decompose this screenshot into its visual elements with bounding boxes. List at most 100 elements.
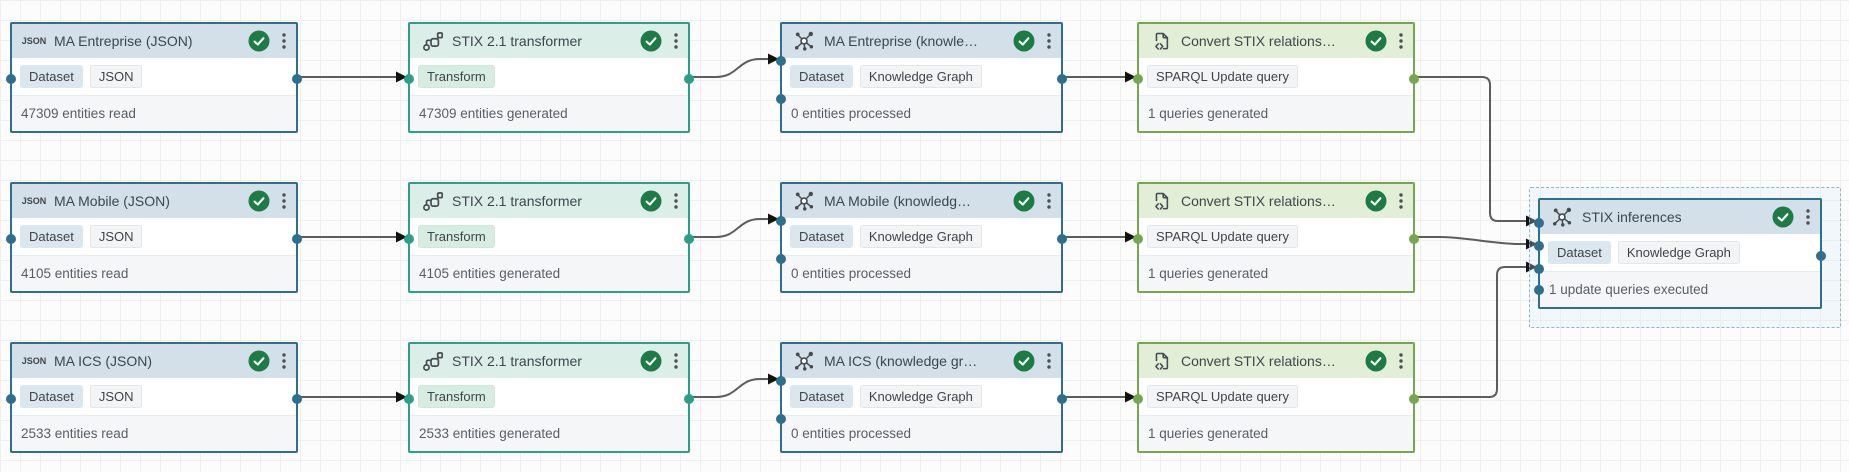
output-port[interactable]	[1409, 394, 1419, 404]
edge-connector[interactable]	[1063, 391, 1136, 403]
kebab-menu-icon[interactable]	[1399, 33, 1403, 49]
input-port[interactable]	[1534, 218, 1544, 228]
input-port[interactable]	[1534, 241, 1544, 251]
output-port[interactable]	[1816, 251, 1826, 261]
kebab-menu-icon[interactable]	[1047, 193, 1051, 209]
kebab-menu-icon[interactable]	[674, 33, 678, 49]
input-port[interactable]	[6, 234, 16, 244]
kebab-menu-icon[interactable]	[1806, 209, 1810, 225]
output-port[interactable]	[1057, 394, 1067, 404]
node-status-text: 1 queries generated	[1139, 95, 1413, 131]
edge-connector[interactable]	[1063, 71, 1136, 83]
edge-connector[interactable]	[1415, 236, 1537, 250]
tag-chip: JSON	[89, 225, 143, 248]
json-file-icon: JSON	[21, 36, 47, 46]
input-port[interactable]	[1133, 74, 1143, 84]
input-port[interactable]	[404, 74, 414, 84]
success-check-icon	[640, 30, 662, 52]
node-convert-stix-3[interactable]: Convert STIX relations… SPARQL Update qu…	[1133, 342, 1419, 453]
tag-chip: Dataset	[790, 65, 853, 88]
edge-connector[interactable]	[1415, 76, 1537, 227]
input-port[interactable]	[776, 56, 786, 66]
arrowhead-icon	[396, 71, 407, 83]
output-port[interactable]	[1409, 74, 1419, 84]
tag-chip: SPARQL Update query	[1147, 225, 1298, 248]
success-check-icon	[1013, 350, 1035, 372]
edge-connector[interactable]	[298, 71, 407, 83]
arrowhead-icon	[1125, 391, 1136, 403]
input-port[interactable]	[1534, 264, 1544, 274]
node-header: JSON MA Mobile (JSON)	[12, 184, 296, 218]
kebab-menu-icon[interactable]	[1047, 33, 1051, 49]
edge-connector[interactable]	[690, 53, 779, 78]
node-header: STIX 2.1 transformer	[410, 344, 688, 378]
success-check-icon	[640, 350, 662, 372]
tag-chip: Dataset	[20, 65, 83, 88]
kebab-menu-icon[interactable]	[674, 353, 678, 369]
input-port[interactable]	[776, 254, 786, 264]
input-port[interactable]	[6, 394, 16, 404]
kebab-menu-icon[interactable]	[282, 353, 286, 369]
edge-connector[interactable]	[690, 213, 779, 238]
json-file-icon: JSON	[21, 356, 47, 366]
tag-chip: SPARQL Update query	[1147, 385, 1298, 408]
output-port[interactable]	[684, 74, 694, 84]
kebab-menu-icon[interactable]	[1399, 193, 1403, 209]
input-port[interactable]	[1534, 285, 1544, 295]
edge-connector[interactable]	[690, 373, 779, 398]
node-convert-stix-2[interactable]: Convert STIX relations… SPARQL Update qu…	[1133, 182, 1419, 293]
input-port[interactable]	[776, 216, 786, 226]
knowledge-graph-icon	[794, 191, 814, 211]
edge-connector[interactable]	[298, 391, 407, 403]
node-title: STIX 2.1 transformer	[452, 33, 582, 49]
output-port[interactable]	[292, 394, 302, 404]
input-port[interactable]	[776, 414, 786, 424]
output-port[interactable]	[1057, 234, 1067, 244]
kebab-menu-icon[interactable]	[674, 193, 678, 209]
tag-chip: Transform	[418, 65, 495, 88]
kebab-menu-icon[interactable]	[282, 193, 286, 209]
input-port[interactable]	[1133, 234, 1143, 244]
output-port[interactable]	[292, 234, 302, 244]
edge-connector[interactable]	[1063, 231, 1136, 243]
transform-icon	[422, 351, 443, 371]
node-title: STIX inferences	[1582, 209, 1682, 225]
edge-connector[interactable]	[298, 231, 407, 243]
output-port[interactable]	[292, 74, 302, 84]
node-stix-transformer-2[interactable]: STIX 2.1 transformer Transform 4105 enti…	[404, 182, 694, 293]
input-port[interactable]	[404, 394, 414, 404]
input-port[interactable]	[1133, 394, 1143, 404]
tag-chip: JSON	[89, 65, 143, 88]
output-port[interactable]	[684, 394, 694, 404]
node-type-icon	[1548, 206, 1576, 228]
node-convert-stix-1[interactable]: Convert STIX relations… SPARQL Update qu…	[1133, 22, 1419, 133]
node-stix-transformer-3[interactable]: STIX 2.1 transformer Transform 2533 enti…	[404, 342, 694, 453]
node-status-text: 2533 entities generated	[410, 415, 688, 451]
kebab-menu-icon[interactable]	[282, 33, 286, 49]
output-port[interactable]	[684, 234, 694, 244]
node-type-icon	[1147, 31, 1175, 52]
input-port[interactable]	[776, 94, 786, 104]
arrowhead-icon	[1526, 261, 1537, 273]
input-port[interactable]	[6, 74, 16, 84]
node-stix-transformer-1[interactable]: STIX 2.1 transformer Transform 47309 ent…	[404, 22, 694, 133]
output-port[interactable]	[1057, 74, 1067, 84]
arrowhead-icon	[768, 213, 779, 225]
input-port[interactable]	[404, 234, 414, 244]
input-port[interactable]	[776, 376, 786, 386]
edge-connector[interactable]	[1415, 261, 1537, 398]
node-header: Convert STIX relations…	[1139, 344, 1413, 378]
node-header: JSON MA Entreprise (JSON)	[12, 24, 296, 58]
output-port[interactable]	[1409, 234, 1419, 244]
kebab-menu-icon[interactable]	[1399, 353, 1403, 369]
kebab-menu-icon[interactable]	[1047, 353, 1051, 369]
